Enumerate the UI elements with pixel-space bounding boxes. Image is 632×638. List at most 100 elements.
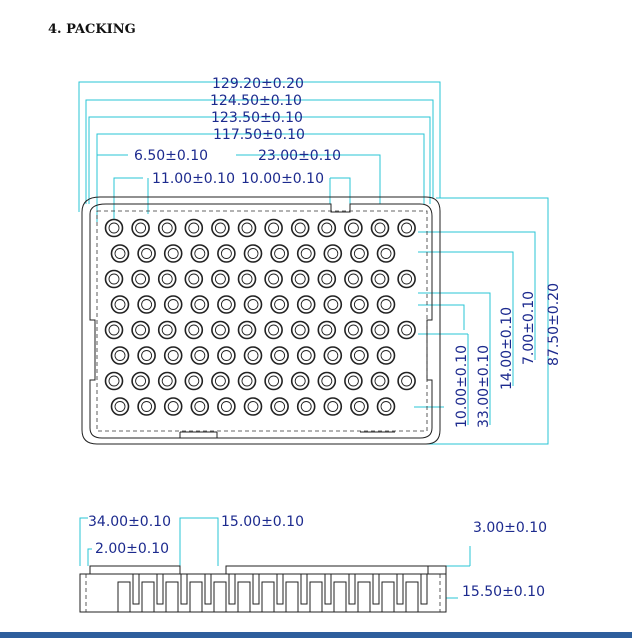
side-slot — [261, 581, 275, 612]
hole-inner — [161, 273, 173, 285]
hole-inner — [327, 299, 339, 310]
hole-outer — [317, 269, 337, 289]
hole-outer — [211, 371, 230, 391]
side-slot — [237, 581, 251, 612]
hole-outer — [270, 244, 289, 263]
hole-inner — [300, 350, 312, 361]
tray-top-outline — [81, 196, 441, 445]
side-slot — [165, 581, 179, 612]
hole-outer — [317, 320, 337, 340]
hole-outer — [211, 218, 230, 238]
dim-overall-length: 129.20±0.20 — [212, 76, 304, 92]
dim-side-notch: 33.00±0.10 — [476, 345, 492, 428]
side-rib — [252, 574, 260, 605]
hole-outer — [137, 397, 156, 416]
hole-outer — [317, 218, 337, 238]
hole-inner — [247, 299, 259, 310]
hole-inner — [274, 350, 286, 361]
dim-length-3: 123.50±0.10 — [211, 110, 303, 126]
hole-inner — [167, 248, 179, 259]
hole-inner — [108, 222, 120, 234]
hole-inner — [114, 299, 126, 310]
side-rib — [156, 574, 164, 605]
hole-inner — [141, 401, 153, 412]
hole-inner — [327, 401, 339, 412]
hole-inner — [321, 222, 333, 234]
hole-inner — [194, 299, 206, 310]
hole-inner — [274, 248, 286, 259]
hole-inner — [108, 375, 120, 387]
hole-inner — [294, 273, 306, 285]
hole-inner — [374, 324, 386, 336]
hole-outer — [243, 397, 263, 416]
hole-outer — [217, 346, 236, 365]
hole-outer — [290, 371, 310, 391]
hole-outer — [110, 295, 130, 314]
hole-inner — [214, 222, 226, 234]
dim-left-offset: 6.50±0.10 — [134, 148, 208, 164]
hole-inner — [268, 324, 280, 336]
hole-inner — [321, 375, 333, 387]
side-slot — [117, 581, 131, 612]
hole-inner — [114, 248, 126, 259]
hole-inner — [188, 222, 200, 234]
hole-outer — [350, 397, 369, 416]
hole-outer — [350, 244, 369, 263]
hole-outer — [211, 269, 230, 289]
hole-outer — [296, 295, 316, 314]
hole-inner — [380, 299, 392, 310]
side-slot — [309, 581, 323, 612]
dim-length-4: 117.50±0.10 — [213, 127, 305, 143]
hole-outer — [163, 397, 183, 416]
hole-inner — [380, 248, 392, 259]
hole-outer — [270, 295, 289, 314]
hole-outer — [350, 295, 369, 314]
hole-inner — [214, 324, 226, 336]
top-view-dimension-lines — [78, 81, 549, 445]
hole-inner — [135, 375, 147, 387]
dim-row-offset: 7.00±0.10 — [521, 291, 537, 365]
hole-outer — [137, 346, 156, 365]
hole-inner — [274, 299, 286, 310]
dim-overall-width: 87.50±0.20 — [546, 283, 562, 366]
dim-notch-offset: 23.00±0.10 — [258, 148, 341, 164]
dim-lip: 2.00±0.10 — [95, 541, 169, 557]
hole-outer — [296, 346, 316, 365]
hole-inner — [268, 375, 280, 387]
hole-inner — [247, 350, 259, 361]
side-rib — [396, 574, 404, 605]
hole-outer — [131, 269, 150, 289]
hole-outer — [184, 218, 204, 238]
hole-outer — [370, 320, 390, 340]
hole-grid — [104, 218, 416, 416]
hole-outer — [190, 346, 210, 365]
hole-outer — [270, 397, 289, 416]
hole-inner — [247, 401, 259, 412]
hole-outer — [237, 269, 257, 289]
hole-outer — [104, 218, 124, 238]
dim-first-hole: 11.00±0.10 — [152, 171, 235, 187]
hole-inner — [347, 273, 359, 285]
hole-inner — [220, 350, 232, 361]
hole-inner — [401, 324, 413, 336]
hole-inner — [321, 324, 333, 336]
side-rib — [276, 574, 284, 605]
hole-inner — [374, 273, 386, 285]
hole-inner — [347, 324, 359, 336]
hole-inner — [401, 375, 413, 387]
hole-outer — [344, 320, 363, 340]
side-rib — [420, 574, 428, 605]
hole-inner — [141, 299, 153, 310]
hole-outer — [211, 320, 230, 340]
hole-outer — [163, 244, 183, 263]
hole-outer — [237, 371, 257, 391]
side-slot — [357, 581, 371, 612]
hole-outer — [323, 346, 343, 365]
hole-inner — [161, 375, 173, 387]
hole-inner — [241, 273, 253, 285]
hole-outer — [157, 371, 177, 391]
hole-inner — [327, 350, 339, 361]
hole-outer — [270, 346, 289, 365]
hole-outer — [317, 371, 337, 391]
hole-outer — [184, 269, 204, 289]
